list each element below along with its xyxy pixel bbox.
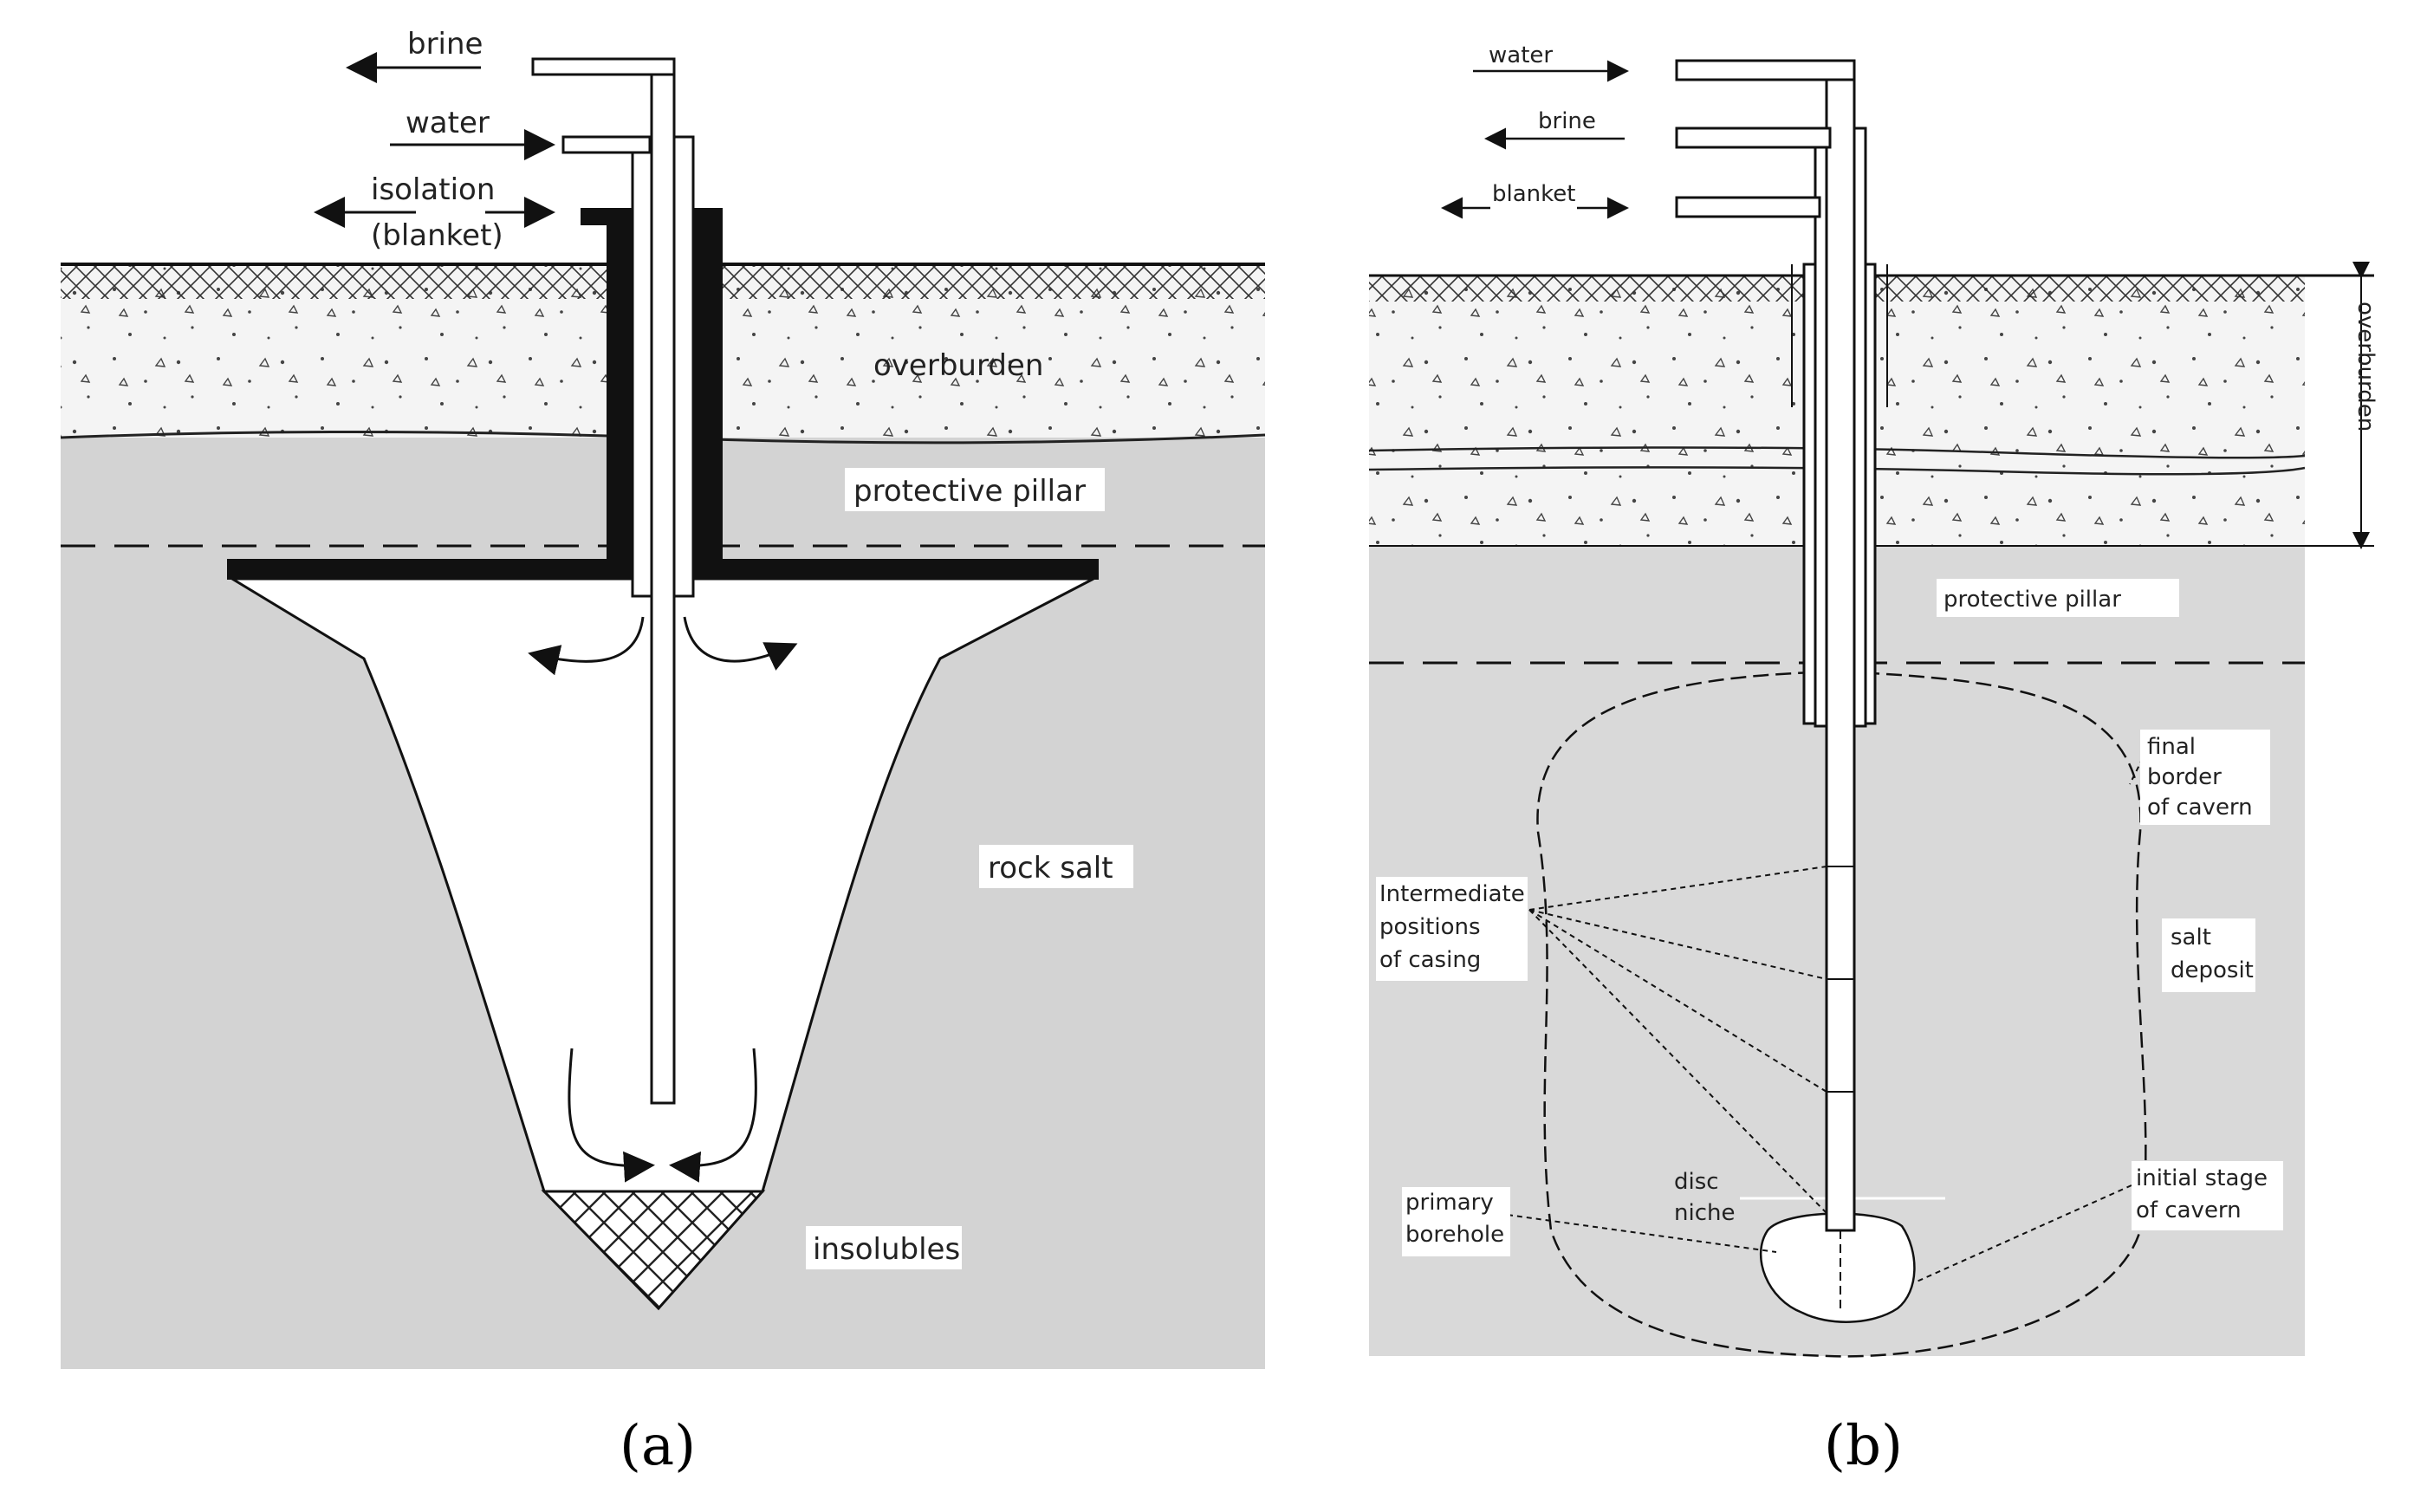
label-intermediate-2: positions: [1379, 914, 1481, 940]
inner-tube: [650, 57, 676, 1105]
label-brine: brine: [407, 27, 483, 62]
panel-a: brine water isolation (blanket) overburd…: [60, 27, 1266, 1478]
label-protective-pillar: protective pillar: [853, 474, 1086, 509]
flow-arrow-bottom-right: [669, 1048, 757, 1183]
label-initial-stage-2: of cavern: [2136, 1197, 2242, 1223]
label-disc-niche-2: niche: [1674, 1200, 1735, 1226]
caption-a: (a): [620, 1414, 696, 1478]
flow-arrow-bottom-left: [568, 1048, 655, 1183]
label-primary-borehole-2: borehole: [1405, 1222, 1504, 1248]
label-primary-borehole-1: primary: [1405, 1190, 1494, 1216]
label-insolubles: insolubles: [813, 1232, 960, 1267]
label-protective-pillar-b: protective pillar: [1944, 587, 2121, 613]
label-isolation: isolation: [371, 172, 495, 207]
label-rock-salt: rock salt: [988, 851, 1113, 886]
casing-inner-b: [1825, 59, 1856, 1232]
insolubles-cone: [541, 1190, 766, 1311]
caption-b: (b): [1824, 1414, 1903, 1478]
label-final-border-1: final: [2147, 734, 2196, 760]
label-blanket-b: blanket: [1492, 181, 1575, 207]
label-intermediate-3: of casing: [1379, 947, 1481, 973]
label-final-border-3: of cavern: [2147, 795, 2253, 821]
blanket-annulus-right: [693, 208, 723, 563]
water-pipe-b: [1675, 59, 1856, 81]
label-water-b: water: [1489, 42, 1553, 68]
label-final-border-2: border: [2147, 764, 2222, 790]
label-disc-niche-1: disc: [1674, 1169, 1719, 1195]
label-salt-deposit-1: salt: [2171, 925, 2211, 951]
blanket-annulus-left: [607, 208, 636, 563]
flow-arrow-top-left: [528, 616, 645, 676]
label-intermediate-1: Intermediate: [1379, 881, 1525, 907]
label-brine-b: brine: [1538, 108, 1596, 134]
blanket-pipe-b: [1675, 196, 1821, 218]
brine-pipe-b: [1675, 127, 1832, 149]
panel-b: overburden protective pillar water brine…: [1368, 42, 2378, 1478]
label-overburden: overburden: [873, 348, 1043, 383]
brine-outlet-pipe: [531, 57, 676, 76]
water-inlet-pipe: [561, 135, 652, 154]
label-initial-stage-1: initial stage: [2136, 1165, 2268, 1191]
label-water: water: [406, 106, 490, 140]
label-overburden-b: overburden: [2352, 302, 2378, 432]
label-blanket: (blanket): [371, 218, 503, 253]
label-salt-deposit-2: deposit: [2171, 957, 2254, 983]
final-cavern-border: [1536, 670, 2147, 1358]
flow-arrow-top-right: [683, 616, 798, 671]
leader-lines: [1507, 749, 2148, 1283]
